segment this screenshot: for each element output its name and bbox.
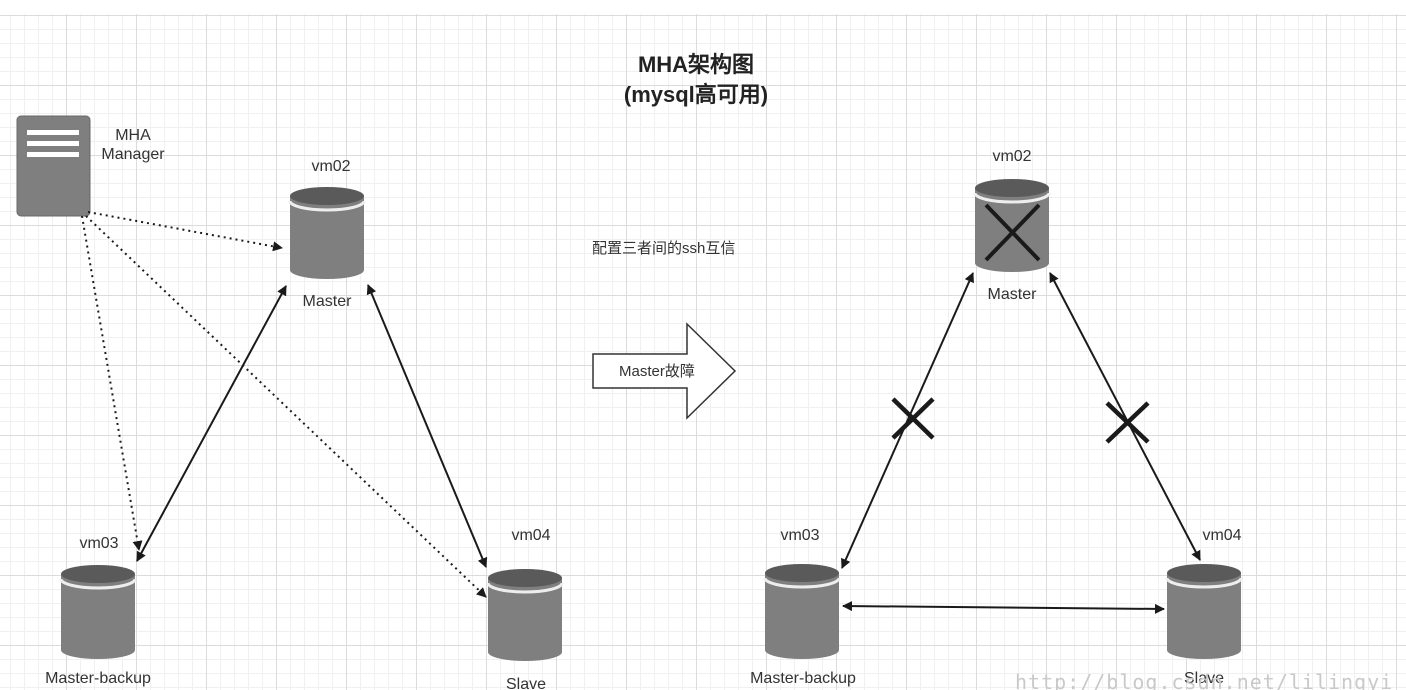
- transition-label: Master故障: [619, 363, 695, 380]
- left-vm02-host-label: vm02: [311, 158, 351, 175]
- left-vm04-host-label: vm04: [511, 527, 551, 544]
- right-vm03-host-label: vm03: [780, 527, 820, 544]
- manager-to-vm03-link: [81, 215, 143, 551]
- database-icon: [59, 565, 137, 659]
- vm02-vm03-link-broken: [841, 272, 974, 569]
- right-vm03-role-label: Master-backup: [750, 670, 856, 687]
- right-vm04-role-label: Slave: [1183, 670, 1225, 687]
- manager-to-vm02-link: [87, 211, 283, 252]
- ssh-trust-note: 配置三者间的ssh互信: [592, 240, 736, 257]
- server-icon: [16, 115, 91, 217]
- database-icon: [763, 564, 841, 659]
- manager-to-vm04-link: [85, 215, 487, 598]
- title-line-2: (mysql高可用): [623, 82, 769, 107]
- database-icon: [486, 569, 564, 661]
- broken-link-x-icon: [1105, 401, 1150, 444]
- top-margin: [0, 0, 1406, 14]
- manager-label: MHA Manager: [101, 126, 164, 164]
- broken-link-x-icon: [891, 397, 935, 440]
- database-icon: [1165, 564, 1243, 659]
- left-vm04-role-label: Slave: [505, 676, 547, 690]
- vm02-vm04-link: [366, 284, 488, 568]
- vm02-vm03-link: [136, 285, 287, 562]
- diagram-title: MHA架构图 (mysql高可用): [624, 50, 768, 110]
- database-icon: [288, 187, 366, 279]
- transition-arrow-shape: [592, 322, 737, 420]
- title-line-1: MHA架构图: [637, 52, 755, 77]
- vm02-vm04-link-broken: [1049, 272, 1201, 561]
- right-vm04-host-label: vm04: [1202, 527, 1242, 544]
- left-vm03-role-label: Master-backup: [45, 670, 151, 687]
- right-vm02-role-label: Master: [987, 286, 1037, 303]
- right-vm02-host-label: vm02: [992, 148, 1032, 165]
- watermark: http://blog.csdn.net/lilingyi: [1015, 670, 1394, 690]
- manager-label-line-1: MHA: [115, 127, 151, 144]
- vm03-vm04-link: [842, 601, 1165, 614]
- left-vm02-role-label: Master: [302, 293, 352, 310]
- database-failed-icon: [973, 179, 1051, 272]
- left-vm03-host-label: vm03: [79, 535, 119, 552]
- manager-label-line-2: Manager: [101, 146, 165, 163]
